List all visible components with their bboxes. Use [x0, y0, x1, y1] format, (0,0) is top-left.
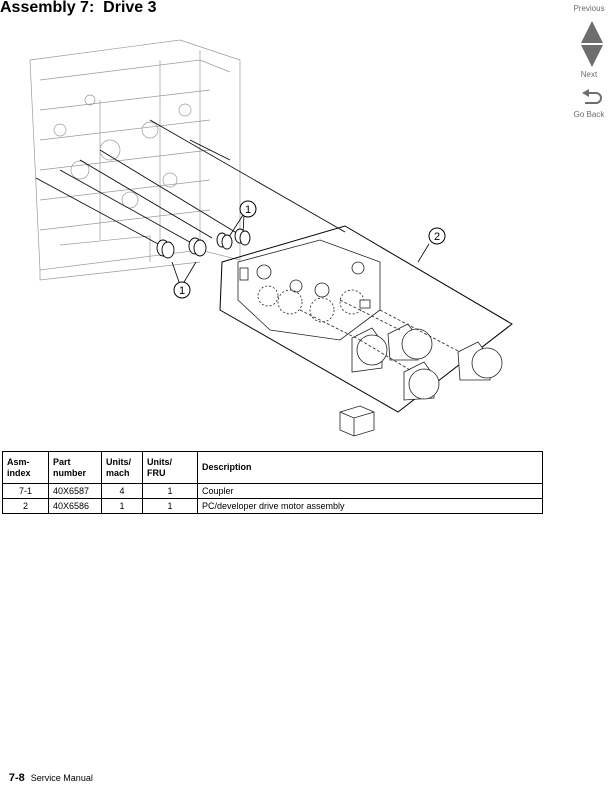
- cable-connector-drawing: [339, 405, 375, 437]
- exploded-diagram: 1 2 1: [29, 39, 513, 437]
- cell-units-fru: 1: [142, 483, 198, 499]
- next-arrow-icon[interactable]: [581, 45, 603, 67]
- header-units-mach: Units/mach: [101, 451, 143, 484]
- page-number: 7-8: [8, 772, 25, 784]
- callout-1-bottom: 1: [173, 281, 191, 299]
- cell-units-mach: 4: [101, 483, 143, 499]
- cell-description: Coupler: [197, 483, 543, 499]
- cell-part-number: 40X6587: [48, 483, 102, 499]
- callout-label: 2: [434, 231, 440, 243]
- callout-1-top: 1: [239, 200, 257, 218]
- printer-frame-drawing: [29, 39, 241, 281]
- leader-lines: [35, 119, 430, 283]
- previous-label[interactable]: Previous: [573, 4, 605, 13]
- motor-assembly-box: [219, 225, 513, 413]
- drive-motors: [351, 323, 503, 401]
- callout-2: 2: [428, 227, 446, 245]
- cell-description: PC/developer drive motor assembly: [197, 498, 543, 514]
- cell-asm-index: 2: [2, 498, 49, 514]
- callout-label: 1: [245, 204, 251, 216]
- cell-part-number: 40X6586: [48, 498, 102, 514]
- cell-units-fru: 1: [142, 498, 198, 514]
- table-row: 7-1 40X6587 4 1 Coupler: [2, 483, 543, 499]
- cell-asm-index: 7-1: [2, 483, 49, 499]
- header-description: Description: [197, 451, 543, 484]
- cell-units-mach: 1: [101, 498, 143, 514]
- header-units-fru: Units/FRU: [142, 451, 198, 484]
- previous-arrow-icon[interactable]: [581, 21, 603, 43]
- couplers: [156, 228, 251, 259]
- table-row: 2 40X6586 1 1 PC/developer drive motor a…: [2, 498, 543, 514]
- header-asm-index: Asm-index: [2, 451, 49, 484]
- page-footer: 7-8 Service Manual: [0, 750, 93, 786]
- page-title: Assembly 7: Drive 3: [0, 0, 157, 16]
- next-label[interactable]: Next: [580, 70, 598, 79]
- motor-assembly-drawing: [237, 239, 503, 401]
- go-back-icon[interactable]: [582, 89, 604, 109]
- go-back-label[interactable]: Go Back: [573, 110, 605, 119]
- footer-title: Service Manual: [30, 773, 93, 783]
- callout-label: 1: [179, 285, 185, 297]
